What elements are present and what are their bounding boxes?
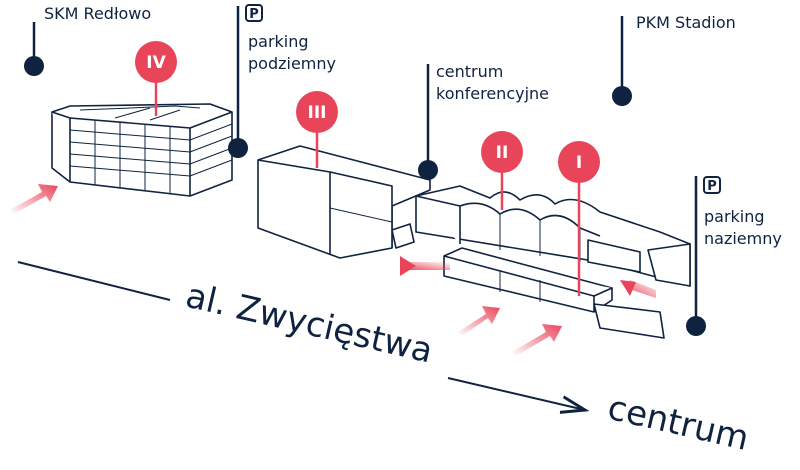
pin-i[interactable]: I xyxy=(558,141,600,296)
parking-icon xyxy=(245,4,263,22)
location-dot-icon xyxy=(228,138,248,158)
pin-ii[interactable]: II xyxy=(481,131,523,210)
street-name: al. Zwycięstwa xyxy=(182,276,436,372)
pin-iv[interactable]: IV xyxy=(135,41,177,116)
station-pkm[interactable]: PKM Stadion xyxy=(612,13,736,106)
location-dot-icon xyxy=(24,56,44,76)
parking-ground-label-1: parking xyxy=(704,207,765,226)
parking-underground-label-2: podziemny xyxy=(248,54,336,73)
direction-label: centrum xyxy=(604,388,752,459)
location-dot-icon xyxy=(418,160,438,180)
arrow-icon xyxy=(458,306,500,336)
pin-iii-label: III xyxy=(308,103,327,123)
station-skm[interactable]: SKM Redłowo xyxy=(24,4,151,76)
location-dot-icon xyxy=(612,86,632,106)
pin-ii-label: II xyxy=(496,143,509,163)
building-ii xyxy=(415,185,691,287)
pin-iii[interactable]: III xyxy=(296,91,338,168)
parking-underground[interactable]: P parking podziemny xyxy=(228,4,336,158)
building-iii xyxy=(257,145,431,259)
pkm-stadion-label: PKM Stadion xyxy=(636,13,736,32)
conference-label-2: konferencyjne xyxy=(436,84,549,103)
parking-icon-letter: P xyxy=(707,179,717,194)
pin-marker-icon xyxy=(135,41,177,83)
pin-i-label: I xyxy=(576,153,582,173)
building-i xyxy=(443,247,665,339)
parking-ground[interactable]: P parking naziemny xyxy=(686,176,782,336)
conference-label-1: centrum xyxy=(436,62,503,81)
location-dot-icon xyxy=(686,316,706,336)
access-arrows xyxy=(10,184,656,356)
pin-iv-label: IV xyxy=(146,53,166,73)
pin-marker-icon xyxy=(481,131,523,173)
skm-redlowo-label: SKM Redłowo xyxy=(44,4,151,23)
arrow-icon xyxy=(512,324,562,356)
parking-icon xyxy=(703,176,721,194)
conference-center[interactable]: centrum konferencyjne xyxy=(418,62,549,180)
building-iv xyxy=(51,103,233,197)
parking-icon-letter: P xyxy=(249,7,259,22)
pin-marker-icon xyxy=(296,91,338,133)
pin-marker-icon xyxy=(558,141,600,183)
arrow-icon xyxy=(10,184,58,214)
parking-underground-label-1: parking xyxy=(248,32,309,51)
parking-ground-label-2: naziemny xyxy=(704,229,782,248)
